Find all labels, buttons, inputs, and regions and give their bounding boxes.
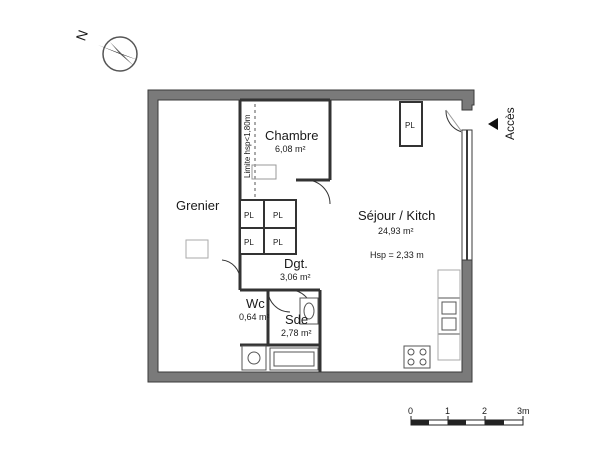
room-area-sde: 2,78 m² [281,328,312,338]
sink-basin-icon [303,302,315,320]
room-area-wc: 0,64 m² [239,312,270,322]
door-wc-arc [267,289,291,313]
closet-label: PL [273,238,283,247]
scale-label-3: 3m [517,406,530,416]
compass-ring [102,36,138,72]
scale-bar: 0 1 2 3m [408,406,530,426]
closet-label: PL [244,211,254,220]
room-name-grenier: Grenier [176,198,220,213]
scale-label-2: 2 [482,406,487,416]
shower-inner [273,351,315,367]
compass-needle [110,42,134,66]
door-grenier-arc [221,259,241,281]
closet-4 [263,227,297,255]
scale-segment [485,420,504,425]
room-name-wc: Wc [246,296,265,311]
door-chambre-arc [305,179,331,205]
compass: N [72,28,138,72]
room-area-chambre: 6,08 m² [275,144,306,154]
exterior-wall [147,89,475,383]
room-name-sejour: Séjour / Kitch [358,208,435,223]
grenier-hatch [185,239,209,259]
burner-icon [419,358,427,366]
doors [221,109,463,313]
burner-icon [419,348,427,356]
room-name-chambre: Chambre [265,128,318,143]
closet-label: PL [405,121,415,130]
scale-segment [411,420,429,425]
closets [239,101,423,255]
closet-label: PL [273,211,283,220]
entrance-arrow-icon [488,118,498,130]
north-letter: N [72,28,90,43]
hob [403,345,431,369]
room-name-sde: Sde [285,312,308,327]
scale-segment [448,420,466,425]
entrance-label: Accès [503,107,517,140]
burner-icon [407,348,415,356]
window-glass [466,130,468,260]
closet-2 [263,199,297,229]
closet-sejour [399,101,423,147]
scale-label-1: 1 [445,406,450,416]
north-arrow-icon [98,45,138,60]
kitchen-sink-bowl-2 [441,317,457,331]
burner-icon [407,358,415,366]
door-entrance-arc [445,109,463,133]
chambre-window [251,164,277,180]
kitchen-sink-bowl-1 [441,301,457,315]
shower-tray [269,347,319,371]
entrance-marker: Accès [488,107,517,140]
door-entrance-leaf [445,109,463,133]
scale-label-0: 0 [408,406,413,416]
outer-walls [147,89,475,383]
kitchen-sink [437,297,461,335]
sink [299,297,319,325]
sejour-ceiling-height: Hsp = 2,33 m [370,250,424,260]
room-area-sejour: 24,93 m² [378,226,414,236]
room-area-dgt: 3,06 m² [280,272,311,282]
fixtures [185,239,461,371]
chambre-limit-note: Limite hsp<1,80m [243,114,252,178]
closet-label: PL [244,238,254,247]
room-name-dgt: Dgt. [284,256,308,271]
kitchen-counter [437,269,461,361]
toilet-bowl-icon [247,351,261,365]
